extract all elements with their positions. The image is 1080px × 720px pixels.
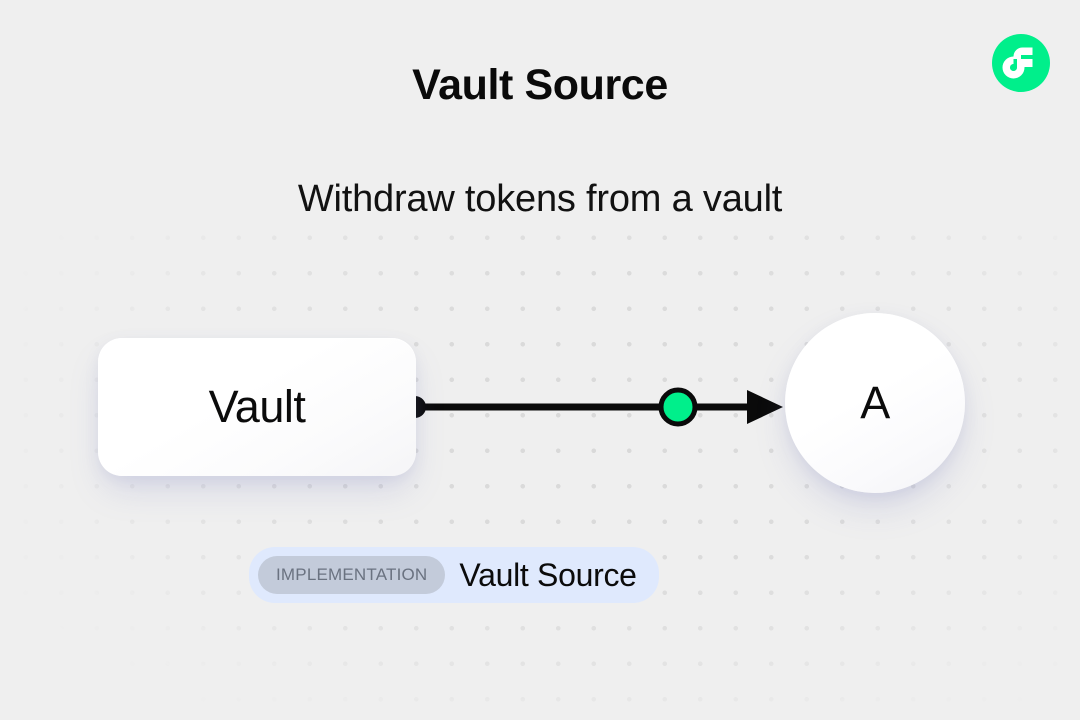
- implementation-name: Vault Source: [459, 556, 637, 593]
- flow-logo-icon: [985, 27, 1057, 99]
- edge-midpoint-node[interactable]: [658, 387, 698, 427]
- implementation-badge[interactable]: IMPLEMENTATION Vault Source: [249, 547, 659, 603]
- arrow-head-icon: [747, 390, 783, 424]
- node-vault-label: Vault: [208, 381, 306, 432]
- node-a[interactable]: A: [785, 313, 965, 493]
- page-subtitle: Withdraw tokens from a vault: [297, 178, 783, 220]
- node-a-label: A: [860, 377, 890, 428]
- node-vault[interactable]: Vault: [98, 338, 416, 476]
- page-title: Vault Source: [412, 61, 668, 109]
- implementation-chip: IMPLEMENTATION: [258, 556, 446, 594]
